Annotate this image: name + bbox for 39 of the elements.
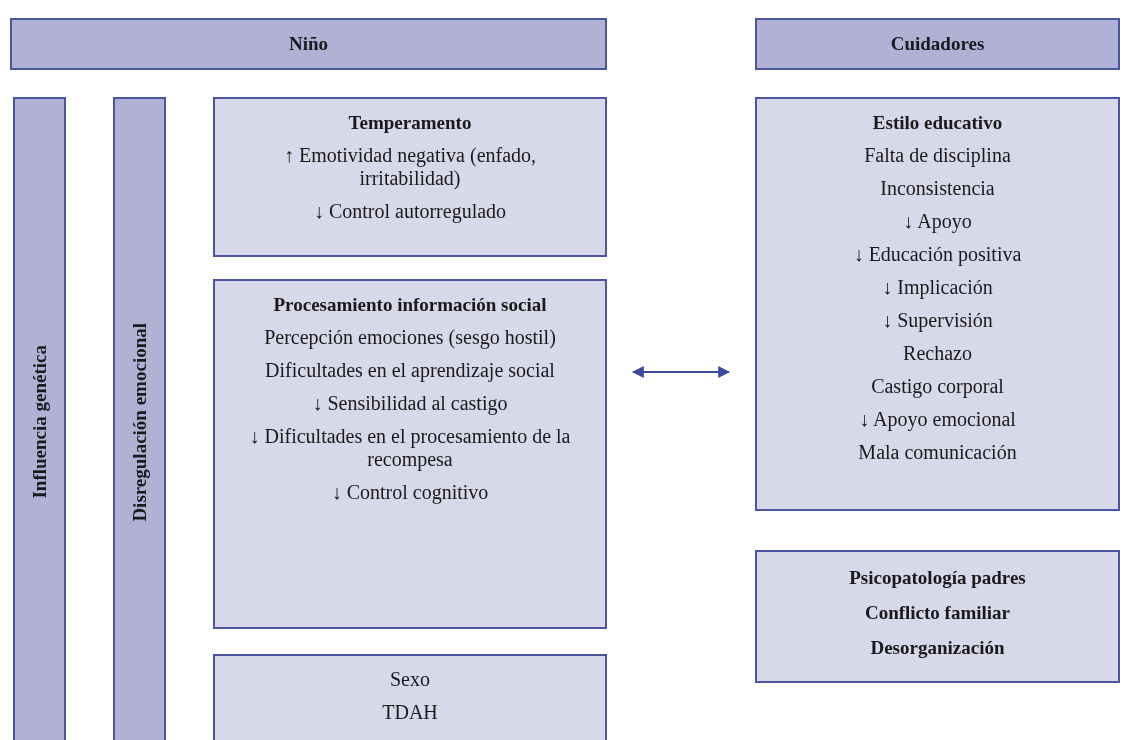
factor-text: Sexo bbox=[390, 668, 430, 691]
factor-text: ↓ Control autorregulado bbox=[313, 199, 507, 223]
band-title: Disregulación emocional bbox=[128, 322, 151, 522]
factor-text: Mala comunicación bbox=[858, 440, 1017, 464]
factor-box bbox=[213, 279, 607, 629]
box-heading: Desorganización bbox=[870, 637, 1005, 659]
band-title: Cuidadores bbox=[890, 33, 985, 55]
box-heading: Procesamiento información social bbox=[273, 295, 547, 316]
box-heading: Temperamento bbox=[348, 113, 472, 134]
box-heading: Estilo educativo bbox=[872, 113, 1003, 134]
band-title: Niño bbox=[288, 33, 329, 55]
factor-text: ↑ Emotividad negativa (enfado, irritabilidad) bbox=[282, 143, 538, 190]
vertical-bar bbox=[13, 97, 66, 740]
factor-text: ↓ Control cognitivo bbox=[331, 480, 489, 504]
factor-text: ↓ Dificultades en el procesamiento de la recompesa bbox=[248, 424, 572, 471]
factor-text: ↓ Implicación bbox=[882, 275, 993, 299]
factor-text: ↓ Apoyo emocional bbox=[859, 407, 1016, 431]
double-arrow bbox=[631, 366, 731, 378]
factor-box bbox=[755, 97, 1120, 511]
factor-text: ↓ Apoyo bbox=[903, 209, 972, 233]
factor-box bbox=[213, 97, 607, 257]
box-heading: Conflicto familiar bbox=[864, 602, 1011, 624]
factor-box bbox=[755, 550, 1120, 683]
factor-text: Inconsistencia bbox=[880, 176, 995, 200]
factor-text: Rechazo bbox=[903, 341, 972, 365]
band-title: Influencia genética bbox=[28, 345, 51, 499]
header-band bbox=[755, 18, 1120, 70]
factor-text: TDAH bbox=[382, 701, 438, 724]
factor-box bbox=[213, 654, 607, 740]
header-band bbox=[10, 18, 607, 70]
vertical-bar bbox=[113, 97, 166, 740]
factor-text: ↓ Supervisión bbox=[882, 308, 993, 332]
factor-text: ↓ Educación positiva bbox=[853, 242, 1022, 266]
factor-text: Castigo corporal bbox=[871, 374, 1004, 398]
factor-text: Falta de disciplina bbox=[864, 143, 1011, 167]
factor-text: Percepción emociones (sesgo hostil) bbox=[264, 325, 556, 349]
factor-text: Dificultades en el aprendizaje social bbox=[265, 358, 555, 382]
factor-text: ↓ Sensibilidad al castigo bbox=[312, 391, 508, 415]
box-heading: Psicopatología padres bbox=[849, 568, 1026, 589]
